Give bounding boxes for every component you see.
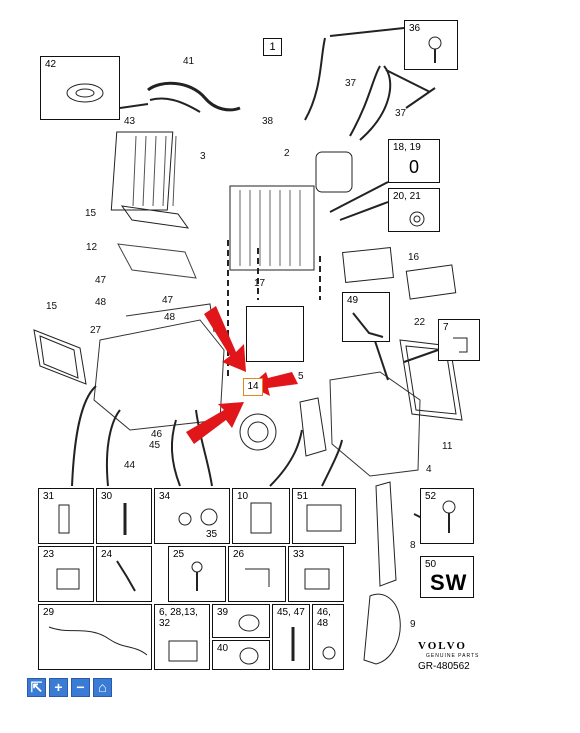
part-label: 15 [46,301,58,312]
callout-box-20-21[interactable]: 20, 21 [388,188,440,232]
zoom-out-button[interactable]: − [71,678,90,697]
select-arrow-button[interactable]: ⇱ [27,678,46,697]
callout-box-50[interactable]: 50 [420,556,474,598]
holder-icon [250,502,272,534]
diagram-reference: GR-480562 [418,661,470,672]
part-label: 9 [410,619,416,630]
part-label: 15 [85,208,97,219]
grid-cell-52[interactable]: 52 [420,488,474,544]
screw-icon [442,500,456,533]
screw-icon [428,36,442,63]
clip-bracket-icon [453,337,468,353]
part-label: 43 [124,116,136,127]
sensor-icon [291,627,295,661]
part-label: 17 [254,278,266,289]
part-label: 35 [206,529,218,540]
clip-icon [56,568,80,590]
part-label: 46 [151,429,163,440]
part-label: 48 [95,297,107,308]
part-label: 4 [426,464,432,475]
bracket-wire-icon [352,312,384,338]
grommet-icon [239,647,259,665]
grid-cell-10[interactable]: 10 [232,488,290,544]
grid-cell-24[interactable]: 24 [96,546,152,602]
grid-cell-23[interactable]: 23 [38,546,94,602]
grid-cell-51[interactable]: 51 [292,488,356,544]
part-label: 22 [414,317,426,328]
part-label: 47 [95,275,107,286]
callout-box-18-19[interactable]: 18, 19 0 [388,139,440,183]
callout-box-49[interactable]: 49 [342,292,390,342]
bolt-washer-icon [178,508,218,526]
zoom-in-button[interactable]: + [49,678,68,697]
callout-box-7[interactable]: 7 [438,319,480,361]
grid-cell-46-48[interactable]: 46, 48 [312,604,344,670]
module-icon [306,504,342,532]
part-label: 2 [284,148,290,159]
part-label: 3 [200,151,206,162]
grid-cell-29[interactable]: 29 [38,604,152,670]
page-number-box: 1 [263,38,282,56]
grid-cell-40[interactable]: 40 [212,640,270,670]
part-label: 5 [298,371,304,382]
mount-icon [304,568,330,590]
highlighted-part-14[interactable]: 14 [243,378,263,396]
ring-bracket-icon [66,83,104,103]
brand-subtitle: GENUINE PARTS [426,653,480,659]
part-label: 41 [183,56,195,67]
connector-icon [116,560,136,592]
wiring-harness-icon [48,626,148,656]
actuator-icon [168,640,198,662]
callout-box-36[interactable]: 36 [404,20,458,70]
part-label: 16 [408,252,420,263]
part-label: 8 [410,540,416,551]
callout-box-53-54[interactable] [246,306,304,362]
grid-cell-33[interactable]: 33 [288,546,344,602]
grommet-icon [238,614,260,632]
grid-cell-31[interactable]: 31 [38,488,94,544]
part-label: 48 [164,312,176,323]
grid-cell-6-28-13-32[interactable]: 6, 28,13, 32 [154,604,210,670]
clip-zero-icon: 0 [409,157,420,177]
part-label: 37 [395,108,407,119]
screw-icon [191,561,203,591]
part-label: 45 [149,440,161,451]
part-label: 44 [124,460,136,471]
part-label: 11 [442,441,453,452]
part-label: 12 [86,242,98,253]
clip-icon [245,568,270,587]
part-label: 47 [162,295,174,306]
grid-cell-30[interactable]: 30 [96,488,152,544]
brand-logo: VOLVO [418,640,467,652]
grid-cell-45-47[interactable]: 45, 47 [272,604,310,670]
clip-icon [58,504,70,534]
grid-cell-26[interactable]: 26 [228,546,286,602]
part-label: 37 [345,78,357,89]
washer-icon [322,646,336,660]
grid-cell-39[interactable]: 39 [212,604,270,638]
grommet-icon [409,211,425,227]
home-button[interactable]: ⌂ [93,678,112,697]
sensor-icon [123,503,127,535]
callout-box-42[interactable]: 42 [40,56,120,120]
part-label: 27 [90,325,102,336]
grid-cell-25[interactable]: 25 [168,546,226,602]
part-label: 38 [262,116,274,127]
software-label: SW [430,570,468,595]
